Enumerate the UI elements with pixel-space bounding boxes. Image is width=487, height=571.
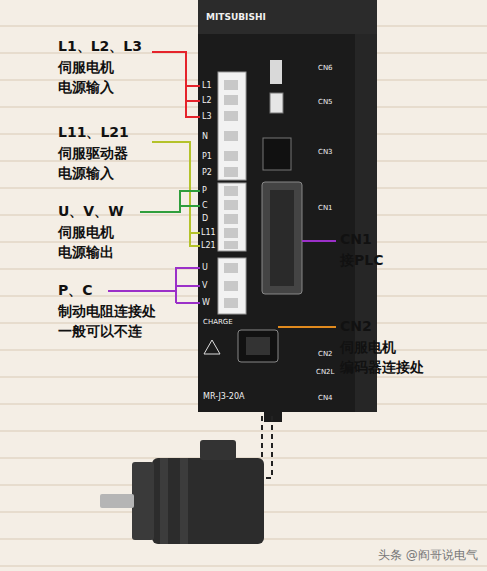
servo-motor bbox=[100, 440, 264, 544]
callout-title: CN2 bbox=[340, 318, 372, 335]
terminal-name: P2 bbox=[202, 168, 212, 178]
terminal-name: V bbox=[202, 281, 207, 291]
callout-text: 电源输入 bbox=[58, 79, 114, 96]
callout-title: U、V、W bbox=[58, 203, 124, 220]
terminal-name: L1 bbox=[202, 81, 212, 91]
terminal-name: D bbox=[202, 214, 208, 224]
callout-title: P、C bbox=[58, 282, 93, 299]
port-name: CN3 bbox=[318, 148, 333, 156]
callout-text: 伺服电机 bbox=[340, 339, 396, 356]
terminal-name: W bbox=[202, 298, 210, 308]
terminal-name: C bbox=[202, 201, 208, 211]
terminal-name: N bbox=[202, 132, 208, 142]
callout-text: 伺服驱动器 bbox=[58, 145, 128, 162]
callout-text: 电源输入 bbox=[58, 165, 114, 182]
brand-name: MITSUBISHI bbox=[206, 12, 266, 23]
port-name: CN4 bbox=[318, 394, 333, 402]
callout-text: 伺服电机 bbox=[58, 59, 114, 76]
callout-title: L11、L21 bbox=[58, 124, 129, 141]
callout-text: 制动电阻连接处 bbox=[58, 303, 156, 320]
callout-title: L1、L2、L3 bbox=[58, 38, 142, 55]
callout-text: 编码器连接处 bbox=[340, 359, 424, 376]
callout-text: 电源输出 bbox=[58, 244, 114, 261]
terminal-name: U bbox=[202, 263, 208, 273]
terminal-name: L11 bbox=[201, 228, 216, 238]
leader-lines bbox=[108, 52, 336, 327]
port-name: CN2L bbox=[316, 368, 334, 376]
watermark: 头条 @阎哥说电气 bbox=[378, 548, 478, 562]
terminal-name: L21 bbox=[201, 241, 216, 251]
terminal-name: L3 bbox=[202, 112, 212, 122]
callout-text: 一般可以不连 bbox=[58, 323, 142, 340]
callout-text: 接PLC bbox=[340, 252, 383, 269]
port-name: CN1 bbox=[318, 204, 333, 212]
terminal-name: L2 bbox=[202, 96, 212, 106]
callout-title: CN1 bbox=[340, 231, 372, 248]
terminal-name: P bbox=[202, 186, 207, 196]
terminal-name: P1 bbox=[202, 152, 212, 162]
indicator-name: CHARGE bbox=[203, 318, 233, 326]
servo-amplifier bbox=[198, 0, 377, 422]
model-name: MR-J3-20A bbox=[203, 392, 244, 402]
port-name: CN5 bbox=[318, 98, 333, 106]
callout-text: 伺服电机 bbox=[58, 224, 114, 241]
port-name: CN2 bbox=[318, 350, 333, 358]
ruled-paper bbox=[0, 26, 487, 566]
port-name: CN6 bbox=[318, 64, 333, 72]
